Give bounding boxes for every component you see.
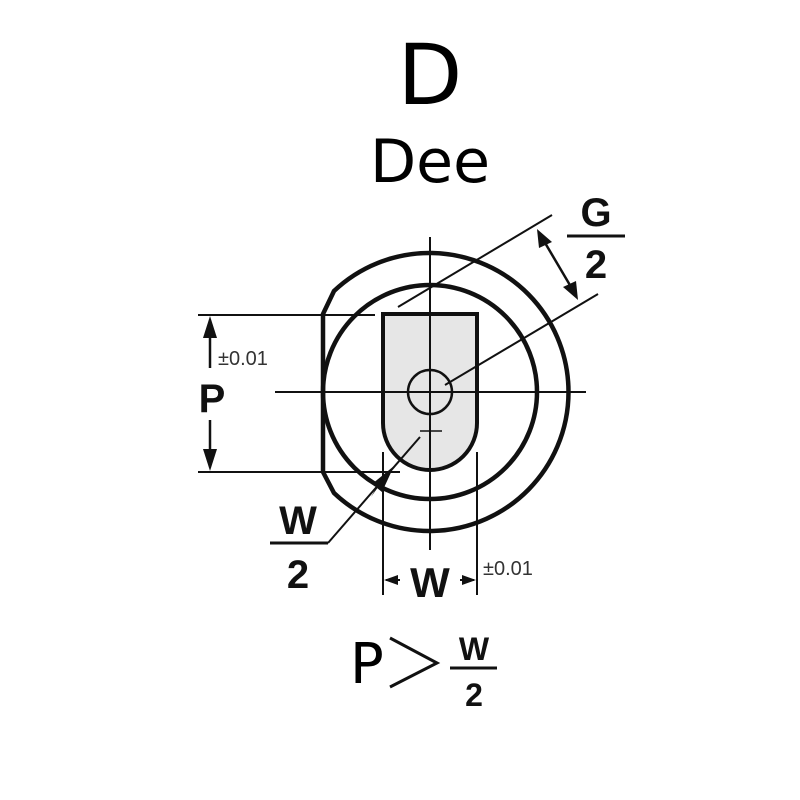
w-label: W (410, 559, 450, 606)
p-dimension: ±0.01 P (198, 314, 400, 473)
w-half-denominator: 2 (287, 553, 309, 597)
outer-dee-profile (320, 250, 571, 534)
g-denominator: 2 (585, 243, 607, 287)
w-tolerance: ±0.01 (483, 558, 533, 580)
center-circle (406, 368, 454, 416)
p-label: P (199, 377, 226, 421)
g-label: G (580, 191, 611, 235)
formula-p: P (350, 632, 384, 697)
subtitle: Dee (370, 127, 490, 197)
p-tolerance: ±0.01 (218, 348, 268, 370)
formula-numerator: W (459, 631, 490, 667)
center-cross (420, 382, 442, 440)
formula: P W 2 (350, 631, 497, 713)
formula-denominator: 2 (465, 677, 483, 713)
greater-than-symbol (389, 636, 441, 689)
title: D (398, 26, 463, 124)
w-half-label: W (279, 499, 317, 543)
w-dimension: W ±0.01 (382, 452, 533, 606)
g-half-dimension: G 2 (397, 191, 625, 386)
w-half-dimension: W 2 (270, 436, 421, 597)
